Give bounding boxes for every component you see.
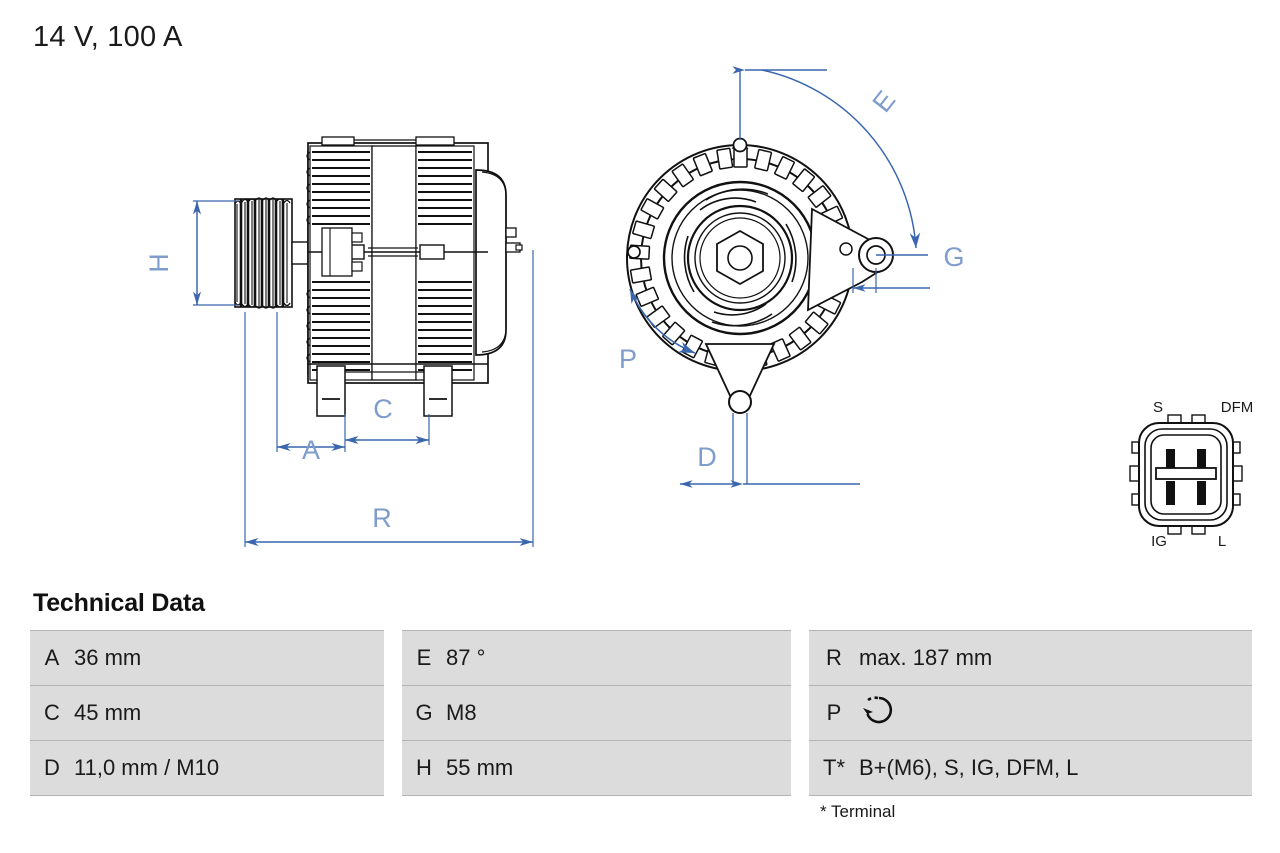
page-title: 14 V, 100 A [33,21,183,53]
table-cell-key: A [30,630,74,686]
connector-label-dfm: DFM [1221,399,1254,416]
connector-plug-diagram: S DFM IG L [1129,399,1254,550]
cooling-fins-right [415,145,475,381]
table-cell-key: E [402,630,446,686]
dimension-label-h: H [144,253,174,273]
dimension-label-e: E [867,85,902,118]
table-cell-value: 11,0 mm / M10 [74,740,384,796]
front-view-dimensions [629,66,930,488]
table-cell-value: 87 ° [446,630,791,686]
dimension-label-a: A [302,435,320,465]
dimension-label-c: C [373,394,393,424]
table-cell-value-rotation [859,685,1252,741]
table-cell-value: 36 mm [74,630,384,686]
dimension-label-g: G [943,242,964,272]
mounting-feet [308,363,488,417]
pulley [234,197,293,309]
technical-data-table: A 36 mm E 87 ° R max. 187 mm C 45 mm G M… [30,630,1252,796]
table-cell-key: H [402,740,446,796]
table-cell-key: P [809,685,859,741]
alternator-side-view [234,136,523,417]
technical-data-heading: Technical Data [33,589,205,617]
connector-blades [1166,449,1206,505]
table-cell-value: 55 mm [446,740,791,796]
connector-label-s: S [1153,399,1163,416]
table-column-gap [791,740,809,796]
table-row: D 11,0 mm / M10 H 55 mm T* B+(M6), S, IG… [30,740,1252,796]
table-column-gap [384,630,402,686]
table-footnote: * Terminal [820,802,896,821]
table-cell-key: G [402,685,446,741]
table-column-gap [791,685,809,741]
connector-label-ig: IG [1151,533,1167,550]
side-view-dimensions [192,200,534,547]
dimension-label-p: P [619,344,637,374]
table-cell-key: D [30,740,74,796]
adjuster-arm [807,207,894,312]
table-column-gap [384,740,402,796]
shaft-hex-nut [716,229,764,286]
table-column-gap [791,630,809,686]
bottom-mounting-foot [704,343,776,414]
dimension-label-d: D [697,442,717,472]
table-cell-value: 45 mm [74,685,384,741]
table-cell-value: B+(M6), S, IG, DFM, L [859,740,1252,796]
rotation-direction-icon [859,694,897,732]
technical-drawing: H A C R [144,66,1254,550]
connector-label-l: L [1218,533,1226,550]
table-column-gap [384,685,402,741]
side-view-dimension-labels: H A C R [144,253,393,533]
dimension-label-r: R [372,503,392,533]
top-mounting-eye [731,137,749,153]
table-cell-key: C [30,685,74,741]
table-row: A 36 mm E 87 ° R max. 187 mm [30,630,1252,686]
table-cell-key: R [809,630,859,686]
table-row: C 45 mm G M8 P [30,685,1252,741]
table-cell-value: max. 187 mm [859,630,1252,686]
table-cell-value: M8 [446,685,791,741]
table-cell-key: T* [809,740,859,796]
